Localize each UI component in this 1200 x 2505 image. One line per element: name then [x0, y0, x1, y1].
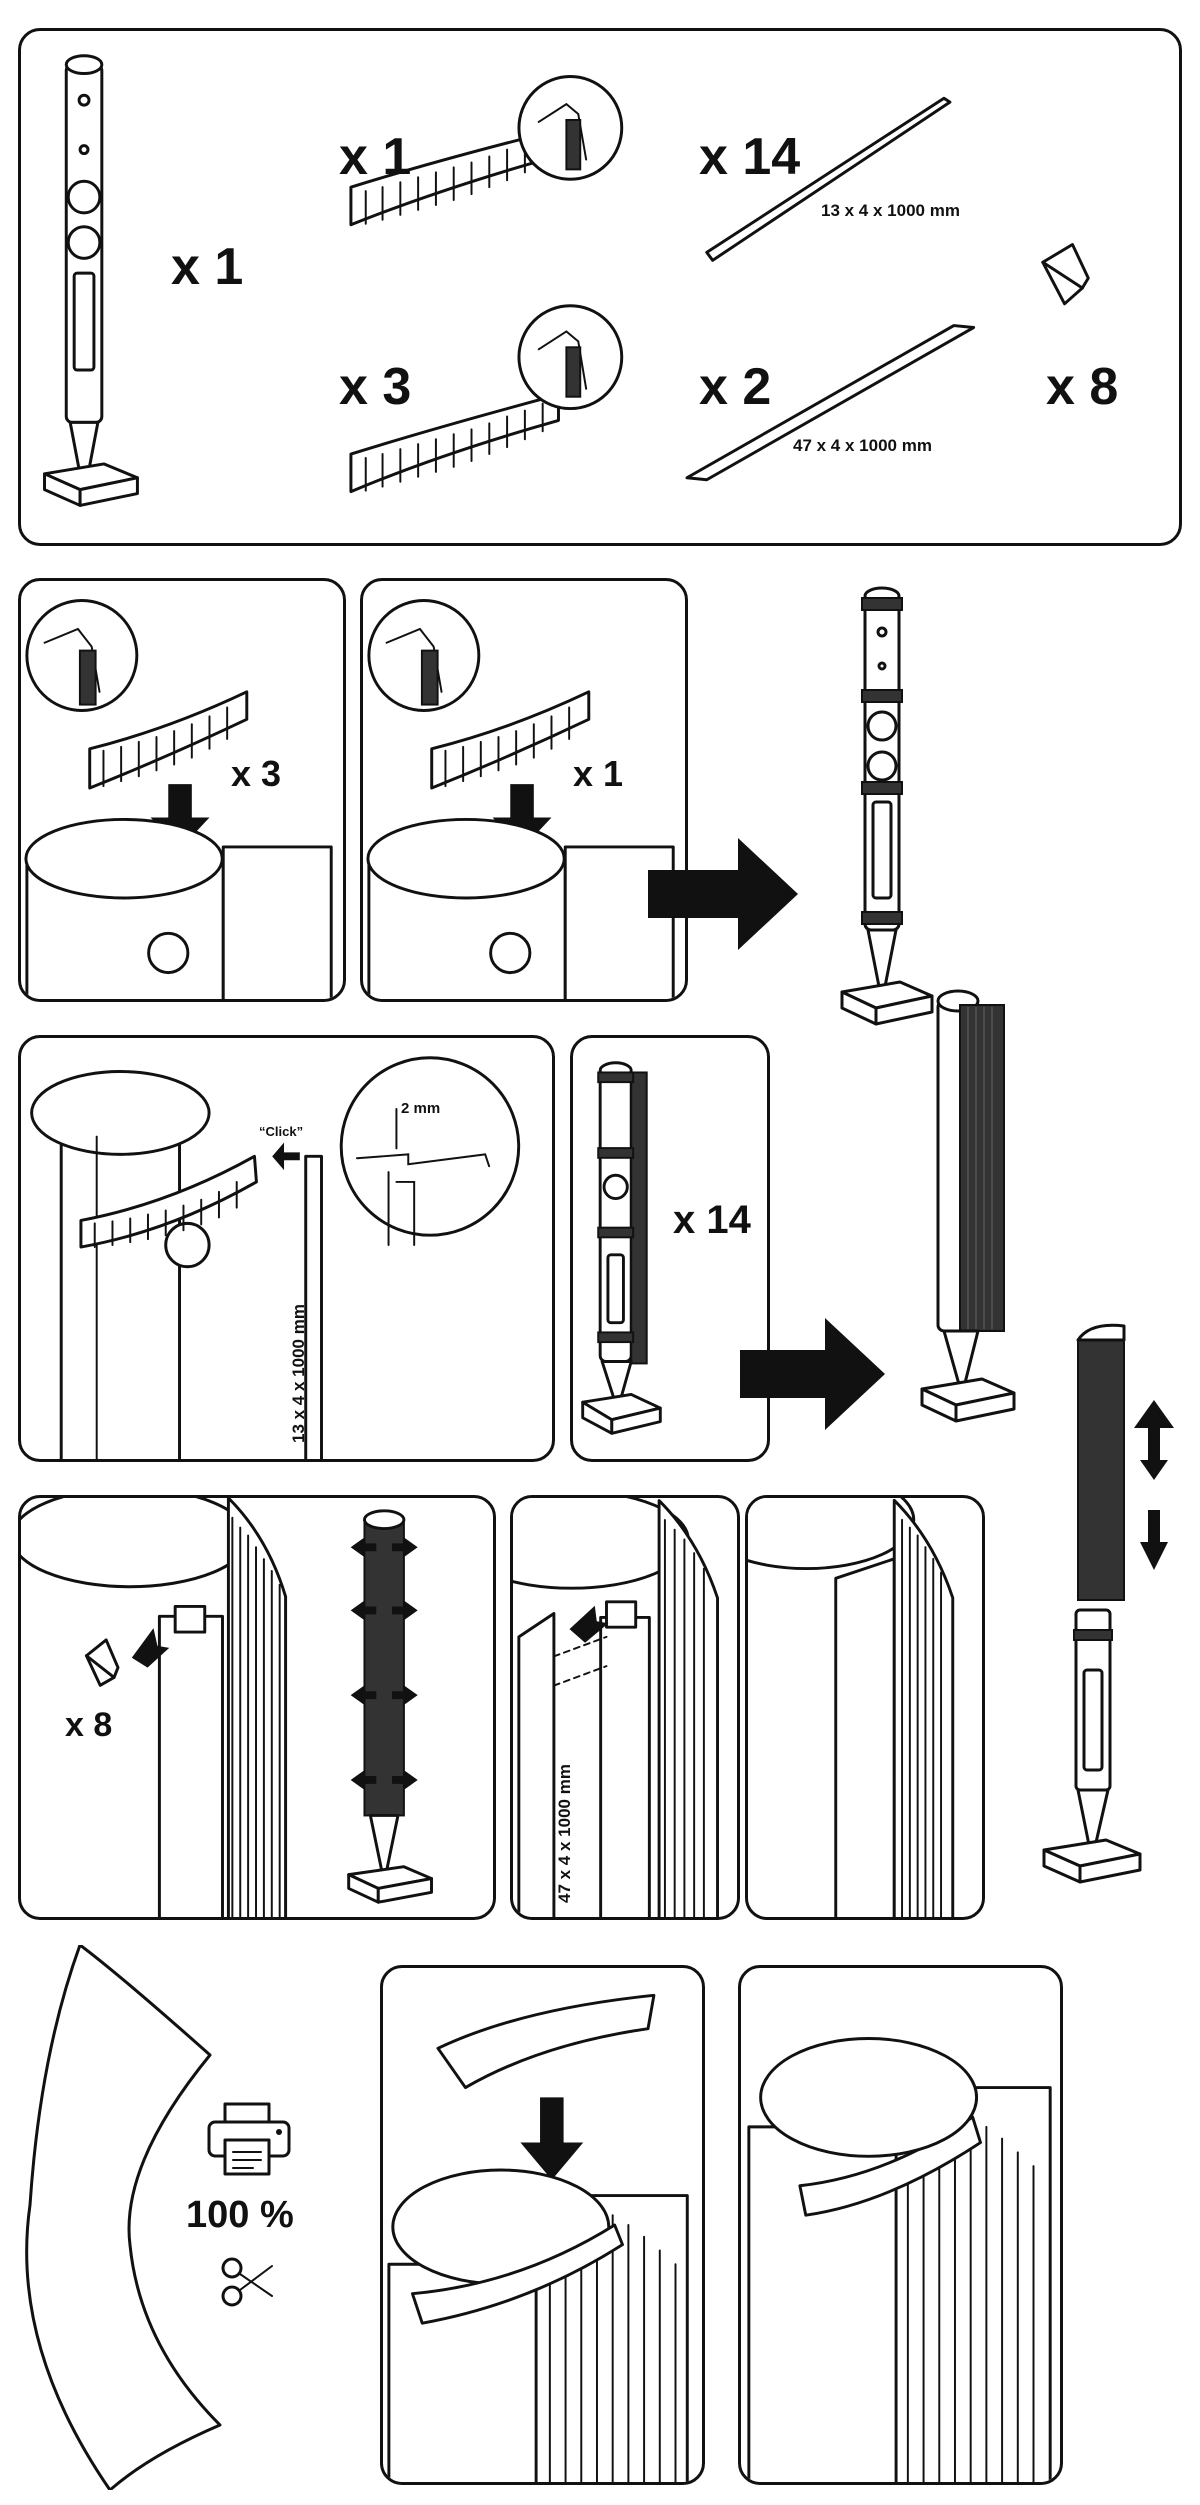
speaker-slats-detached: [1030, 1320, 1180, 1900]
step-6-slat-dimension: 47 x 4 x 1000 mm: [555, 1764, 574, 1903]
gap-label: 2 mm: [401, 1100, 441, 1117]
arrow-down-icon: [520, 2097, 584, 2180]
arrow-right-icon: [740, 1318, 885, 1430]
step-2-clip-quantity: x 1: [573, 753, 624, 794]
click-label: “Click”: [259, 1124, 304, 1139]
printer-icon: [205, 2100, 295, 2180]
wide-slat: [685, 324, 976, 482]
paper-spacer-quantity: x 8: [1046, 358, 1119, 416]
speaker-with-slats: [910, 985, 1030, 1465]
parts-illustration: [43, 54, 1090, 507]
step-1-panel: x 3: [18, 578, 346, 1002]
middle-clip-quantity: x 3: [339, 358, 412, 416]
scissors-icon: [218, 2252, 278, 2312]
wide-slat-quantity: x 2: [699, 358, 772, 416]
end-clip: [349, 74, 624, 227]
step-1-clip-quantity: x 3: [231, 753, 282, 794]
paper-spacer: [1041, 243, 1090, 306]
step-4-panel: x 14: [570, 1035, 770, 1462]
arrow-left-icon: [272, 1142, 300, 1171]
thin-slat: [705, 96, 952, 262]
speaker-with-clips: [820, 582, 940, 1034]
step-7-panel: [745, 1495, 985, 1920]
thin-slat-dimension: 13 x 4 x 1000 mm: [821, 201, 960, 220]
arrow-diagonal-icon: [131, 1628, 170, 1668]
speaker-column: [43, 54, 139, 507]
step-8-panel: [380, 1965, 705, 2485]
magnifier-circle-icon: [339, 1056, 521, 1237]
step-5-panel: x 8: [18, 1495, 496, 1920]
step-2-panel: x 1: [360, 578, 688, 1002]
cut-template: [20, 1945, 230, 2490]
step-3-panel: “Click” 2 mm 13 x 4 x 1000 mm: [18, 1035, 555, 1462]
end-clip-quantity: x 1: [339, 128, 412, 186]
print-scale-label: 100 %: [186, 2194, 294, 2236]
wide-slat-dimension: 47 x 4 x 1000 mm: [793, 436, 932, 455]
parts-list-panel: x 1 x 1 x 3 x 14 13 x 4 x 1000 mm x 2 47…: [18, 28, 1182, 546]
mini-speaker: [347, 1509, 433, 1904]
middle-clip: [349, 304, 624, 494]
double-arrow-vertical-icon: [1134, 1400, 1174, 1570]
step-4-slat-quantity: x 14: [673, 1198, 751, 1242]
step-5-paper-quantity: x 8: [65, 1706, 113, 1744]
thin-slat-quantity: x 14: [699, 128, 801, 186]
arrow-right-icon: [648, 838, 798, 950]
step-3-slat-dimension: 13 x 4 x 1000 mm: [289, 1304, 308, 1443]
paper-spacer: [84, 1638, 120, 1687]
arrow-diagonal-icon: [569, 1605, 609, 1643]
step-9-panel: [738, 1965, 1063, 2485]
speaker-quantity: x 1: [171, 238, 244, 296]
step-6-panel: 47 x 4 x 1000 mm: [510, 1495, 740, 1920]
